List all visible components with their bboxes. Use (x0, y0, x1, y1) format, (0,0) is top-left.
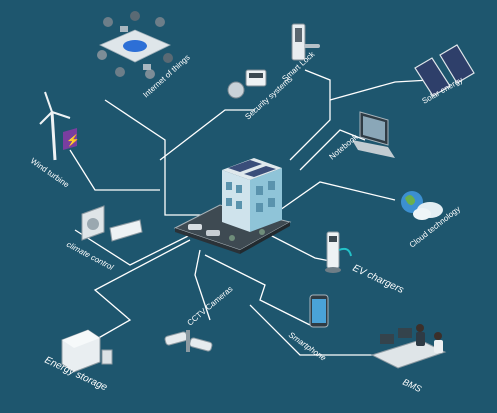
window (268, 198, 275, 207)
iot-device (143, 64, 151, 70)
cloud-shape (413, 208, 431, 220)
window (268, 181, 275, 190)
central-building-icon (173, 158, 292, 254)
roof-solar-panel (244, 166, 276, 177)
bms-monitor (398, 328, 412, 338)
laptop-display (363, 116, 385, 141)
iot-device (103, 17, 113, 27)
window (236, 185, 242, 193)
building-roof (222, 158, 282, 180)
cctv-mount (186, 330, 190, 352)
ev-charger-icon (325, 231, 352, 273)
bms-operators-icon (370, 324, 447, 369)
iot-device (115, 67, 125, 77)
bms-operator-head (434, 332, 442, 340)
connector-climate (74, 224, 211, 266)
laptop-icon (352, 111, 395, 158)
connector-notebook (299, 129, 366, 171)
solar-panel (439, 44, 475, 84)
iot-device (120, 26, 128, 32)
window (226, 182, 232, 190)
battery-storage-icon (61, 329, 113, 373)
window (236, 201, 242, 209)
iot-hub-icon (97, 11, 173, 79)
iot-device (155, 17, 165, 27)
turbine-energy-badge (63, 128, 77, 150)
tree (259, 229, 265, 235)
connector-cloud (279, 181, 396, 211)
smart-lock-icon (291, 23, 320, 61)
storage-cabinet (101, 349, 113, 365)
car (206, 230, 220, 236)
ev-charger-screen (329, 236, 337, 242)
solar-panel (414, 57, 451, 97)
cctv-camera (189, 337, 213, 352)
bms-monitor (380, 334, 394, 344)
window (226, 198, 232, 206)
iot-device (130, 11, 140, 21)
connector-security (159, 109, 255, 161)
turbine-blade (51, 111, 71, 119)
connector-storage (93, 239, 191, 341)
window (256, 186, 263, 195)
tree (229, 235, 235, 241)
wind-turbine-icon: ⚡ (39, 91, 80, 161)
globe-land (405, 195, 416, 206)
smart-lock-handle (304, 44, 320, 48)
connector-iot (104, 99, 205, 216)
bms-operator-head (416, 324, 424, 332)
turbine-tower (50, 111, 57, 161)
connector-lines (69, 69, 431, 356)
cloud-globe-icon (401, 191, 443, 220)
iot-device (97, 50, 107, 60)
connector-smartphone (204, 254, 311, 326)
roof-solar-panel (228, 160, 262, 172)
car (188, 224, 202, 230)
cctv-camera-icon (164, 330, 213, 352)
storage-block-top (62, 330, 100, 348)
window (256, 203, 263, 212)
laptop-base (352, 140, 395, 158)
security-dial (227, 81, 245, 99)
iot-device (145, 69, 155, 79)
building-windows (226, 181, 275, 212)
smart-lock-keypad (295, 28, 302, 42)
bms-operator-body (434, 340, 443, 353)
ev-charger-base (325, 267, 341, 273)
connector-solar (329, 79, 431, 101)
iot-hub-center (123, 40, 147, 52)
connector-cctv (194, 249, 211, 321)
air-conditioner-icon (81, 205, 143, 242)
iot-device (163, 53, 173, 63)
smartphone-icon (309, 294, 329, 328)
building-platform-edge (175, 228, 240, 254)
bms-operator-body (416, 332, 425, 346)
security-panel-icon (227, 69, 267, 99)
ac-fan (87, 218, 99, 230)
turbine-blade (39, 111, 53, 125)
turbine-blade (44, 91, 53, 113)
bms-desk (370, 339, 447, 369)
solar-panel-icon (414, 44, 475, 97)
turbine-bolt-glyph: ⚡ (66, 134, 80, 147)
security-screen (249, 73, 263, 78)
connector-bms (249, 304, 375, 356)
smartphone-screen (312, 299, 326, 323)
ev-charger-cable (338, 247, 352, 257)
building-platform-edge-right (240, 222, 290, 254)
ac-indoor-unit (109, 219, 143, 242)
connector-wind (69, 149, 160, 191)
